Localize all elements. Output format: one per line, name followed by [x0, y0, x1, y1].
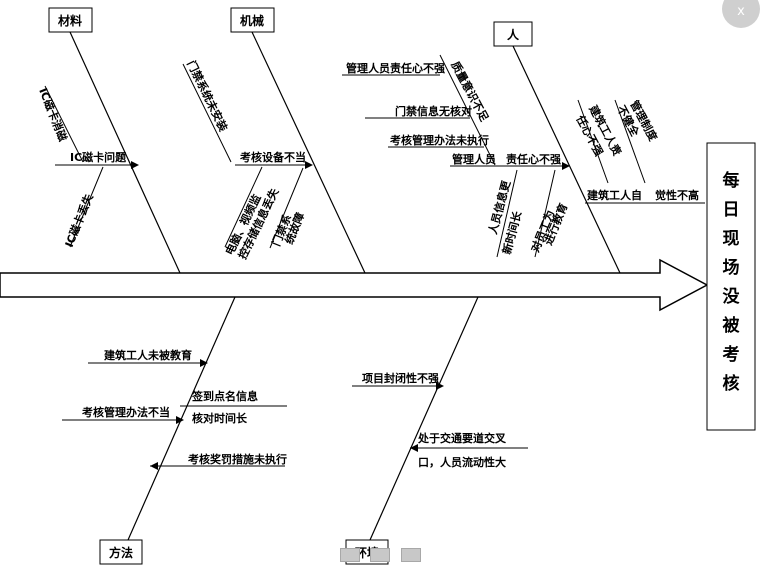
arrowhead — [176, 416, 184, 424]
arrowhead — [562, 162, 570, 170]
category-box-method — [99, 539, 143, 565]
machine-sub3 — [269, 167, 304, 249]
people-diag2 — [577, 99, 609, 184]
method-m1-label: 建筑工人未被教育 — [104, 348, 192, 362]
people-l3-label: 考核管理办法未执行 — [390, 133, 489, 147]
people-l4b-label: 责任心不强 — [506, 152, 561, 166]
people-diag3 — [614, 99, 646, 184]
head-char: 没 — [723, 287, 741, 307]
toolbar-icon[interactable] — [370, 548, 390, 562]
people-diag1 — [439, 54, 496, 166]
head-char: 考 — [722, 344, 740, 365]
env-e1-label: 项目封闭性不强 — [362, 371, 439, 385]
machine-main-label: 考核设备不当 — [240, 150, 306, 164]
toolbar-icon[interactable] — [401, 548, 421, 562]
env-e2a-label: 处于交通要道交叉 — [417, 431, 507, 445]
category-material: 材料 — [57, 13, 82, 28]
people-vert1 — [496, 169, 518, 258]
machine-sub2 — [224, 166, 263, 248]
bone-environment — [369, 296, 479, 541]
bone-machine — [251, 31, 366, 274]
material-main-label: IC磁卡问题 — [70, 150, 127, 164]
people-l4a-label: 管理人员 — [452, 152, 496, 166]
machine-sub1-label: 门禁系统未安装 — [184, 58, 230, 133]
machine-sub1 — [182, 63, 232, 163]
method-m4-label: 考核奖罚措施未执行 — [188, 452, 287, 466]
people-l1-label: 管理人员责任心不强 — [346, 61, 445, 75]
method-m2a-label: 签到点名信息 — [191, 389, 258, 403]
toolbar-icon[interactable] — [340, 548, 360, 562]
method-m2b-label: 核对时间长 — [192, 411, 248, 425]
arrowhead — [200, 359, 208, 367]
material-sub2-label: IC磁卡丢失 — [62, 191, 96, 249]
material-sub1 — [44, 85, 84, 163]
bone-material — [69, 31, 181, 274]
env-e2b-label: 口，人员流动性大 — [418, 455, 506, 469]
head-box — [706, 142, 756, 431]
head-char: 日 — [723, 200, 740, 220]
arrowhead — [131, 161, 139, 169]
bone-method — [127, 296, 236, 541]
people-l5b-label: 觉性不高 — [655, 188, 699, 202]
method-m3-label: 考核管理办法不当 — [82, 405, 170, 419]
arrowhead — [436, 382, 444, 390]
arrowhead — [150, 462, 158, 470]
category-people: 人 — [507, 27, 520, 42]
head-char: 现 — [723, 229, 740, 249]
arrowhead — [305, 161, 313, 169]
arrowhead — [410, 444, 418, 452]
head-char: 被 — [723, 315, 740, 336]
people-vert2 — [534, 169, 556, 258]
spine-arrow — [0, 258, 709, 312]
material-sub1-label: IC磁卡消磁 — [36, 86, 70, 143]
people-l5a-label: 建筑工人自 — [587, 188, 642, 202]
people-l2-label: 门禁信息无核对 — [395, 104, 472, 118]
material-sub2 — [69, 166, 104, 248]
category-machine: 机械 — [240, 13, 264, 28]
bone-people — [512, 45, 621, 274]
head-char: 每 — [723, 170, 740, 191]
category-method: 方法 — [109, 545, 133, 560]
head-char: 核 — [723, 373, 740, 394]
head-char: 场 — [723, 258, 740, 278]
